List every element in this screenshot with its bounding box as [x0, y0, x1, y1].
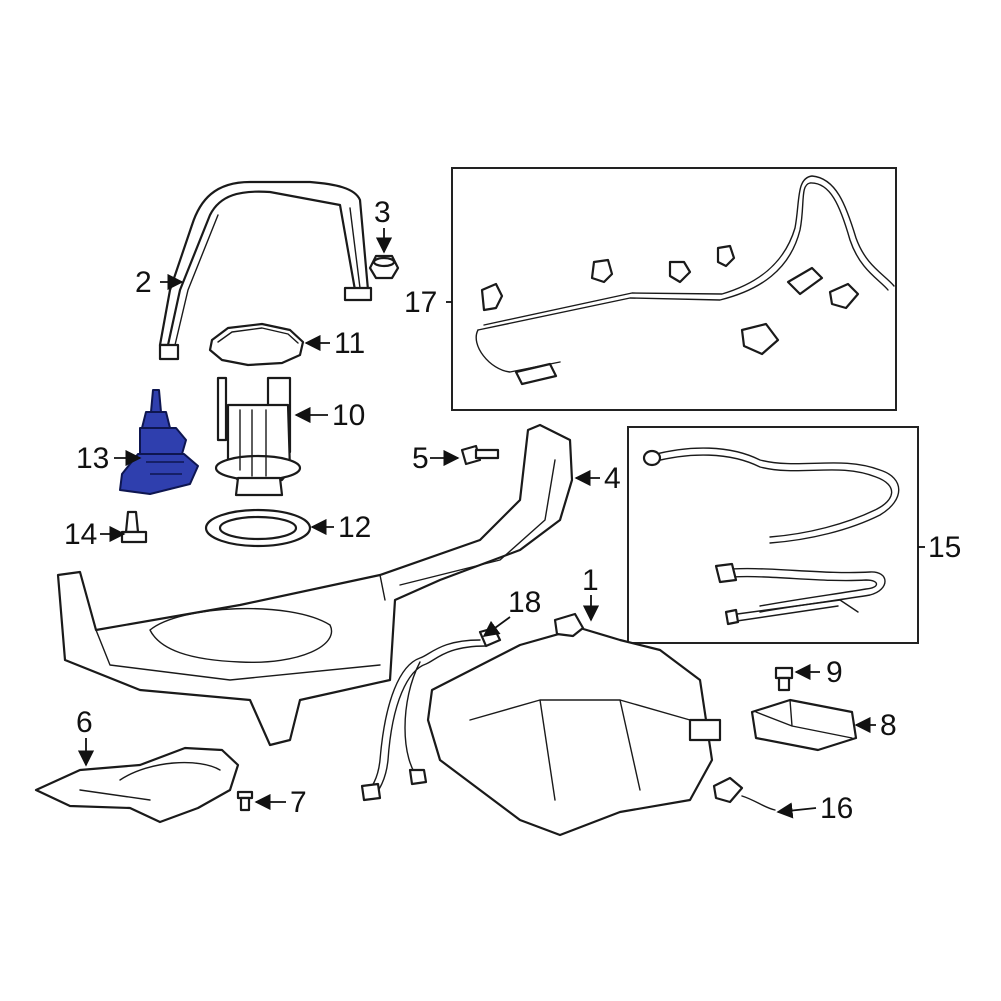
part-labels: 1 2 3 4 5 6 7 8 9 10 11 12 13 14 15 16 1… [64, 196, 961, 825]
fuel-pump-module-part-10 [214, 376, 302, 497]
label-14: 14 [64, 518, 97, 551]
heat-shield-part-6 [34, 746, 240, 824]
nut-part-3 [368, 254, 400, 280]
label-16: 16 [820, 792, 853, 825]
label-1: 1 [582, 564, 599, 597]
fuel-tank-strap [158, 180, 373, 361]
fuel-tank-part-1 [426, 612, 722, 837]
label-5: 5 [412, 442, 429, 475]
highlighted-valve-part-13 [119, 389, 199, 495]
bolt-part-9 [774, 666, 794, 692]
label-18: 18 [508, 586, 541, 619]
wiring-harness-part-18 [360, 626, 502, 802]
vapor-lines-box-15 [627, 426, 919, 644]
lock-ring-part-12 [204, 508, 312, 548]
label-8: 8 [880, 709, 897, 742]
fuel-line-harness-box-17 [451, 167, 897, 411]
label-3: 3 [374, 196, 391, 229]
bolt-part-5 [460, 444, 500, 466]
label-4: 4 [604, 462, 621, 495]
control-module-part-8 [750, 698, 858, 752]
label-6: 6 [76, 706, 93, 739]
sensor-part-16 [712, 776, 776, 811]
label-17: 17 [404, 286, 437, 319]
label-11: 11 [334, 327, 365, 360]
label-10: 10 [332, 399, 365, 432]
label-7: 7 [290, 786, 307, 819]
label-13: 13 [76, 442, 109, 475]
label-12: 12 [338, 511, 371, 544]
seal-part-11 [208, 322, 305, 367]
bolt-part-14 [120, 510, 148, 544]
label-9: 9 [826, 656, 843, 689]
label-15: 15 [928, 531, 961, 564]
bolt-part-7 [236, 790, 254, 812]
label-2: 2 [135, 266, 152, 299]
skid-plate-part-4 [56, 423, 574, 747]
callout-lines [77, 228, 925, 819]
